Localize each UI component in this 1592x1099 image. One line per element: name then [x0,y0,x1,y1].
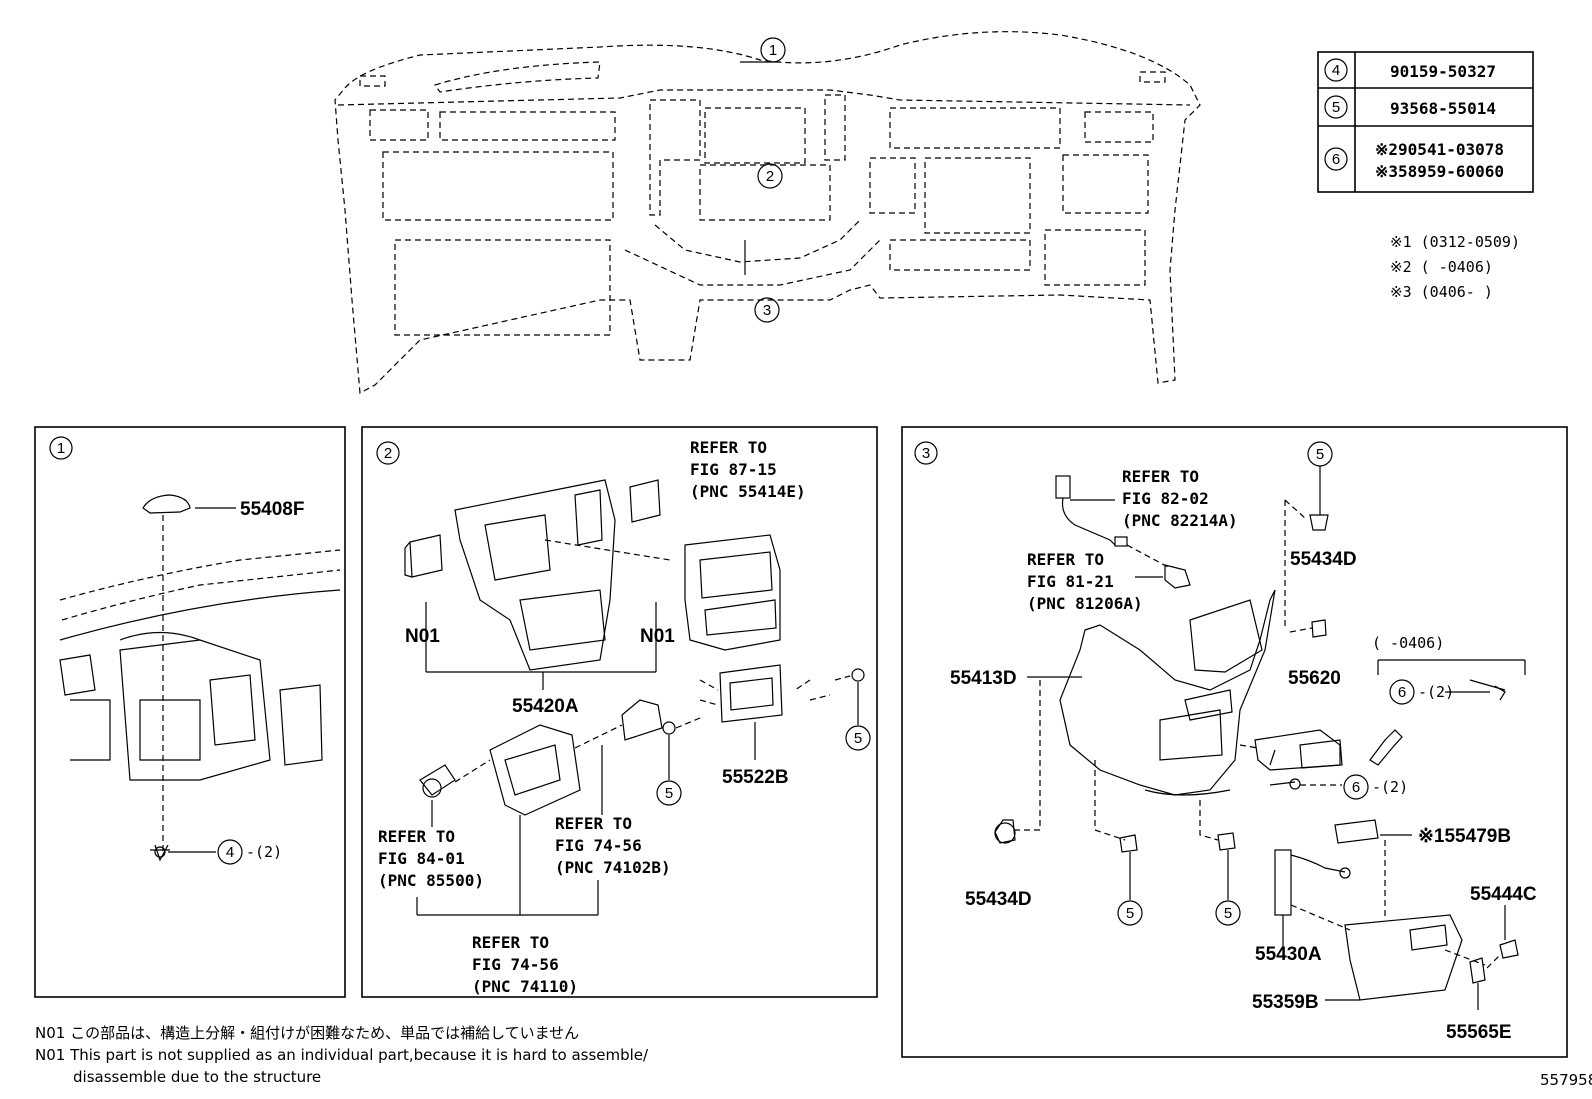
svg-text:N01: N01 [405,626,440,647]
svg-text:6: 6 [1398,684,1406,701]
svg-text:2: 2 [384,445,392,462]
svg-text:1: 1 [769,42,777,59]
panel-2: 2 REFER TO FIG 87-15 (PNC 55414E) N01 N0… [361,426,878,998]
svg-text:5: 5 [1126,905,1134,922]
svg-text:-(2): -(2) [1418,683,1454,701]
dashboard-overview [334,31,1201,394]
svg-text:55408F: 55408F [240,499,304,520]
svg-text:REFER TO: REFER TO [1122,467,1199,486]
svg-text:3: 3 [763,302,771,319]
svg-text:※2 ( -0406): ※2 ( -0406) [1390,258,1493,276]
svg-text:N01 この部品は、構造上分解・組付けが困難なため、単品では: N01 この部品は、構造上分解・組付けが困難なため、単品では補給していません [35,1024,579,1042]
figure-id: 557958 [1540,1071,1592,1089]
bolt-part-6b: ※358959-60060 [1375,162,1504,181]
svg-text:55413D: 55413D [950,668,1017,689]
svg-text:N01 This part is not supplied: N01 This part is not supplied as an indi… [35,1046,649,1064]
svg-text:FIG 81-21: FIG 81-21 [1027,572,1114,591]
panel-1: 1 55408F 4 -(2) [34,426,346,998]
bolt-part-6a: ※290541-03078 [1375,140,1504,159]
svg-text:4: 4 [226,844,234,861]
svg-text:FIG 87-15: FIG 87-15 [690,460,777,479]
overview-callout-3: 3 [754,297,780,323]
svg-text:FIG 84-01: FIG 84-01 [378,849,465,868]
svg-text:REFER TO: REFER TO [1027,550,1104,569]
svg-text:55522B: 55522B [722,767,789,788]
svg-text:FIG 82-02: FIG 82-02 [1122,489,1209,508]
svg-text:4: 4 [1332,62,1340,79]
svg-text:55434D: 55434D [1290,549,1357,570]
svg-text:REFER TO: REFER TO [472,933,549,952]
svg-text:-(2): -(2) [1372,778,1408,796]
svg-text:2: 2 [766,168,774,185]
svg-text:(PNC 85500): (PNC 85500) [378,871,484,890]
svg-text:55420A: 55420A [512,696,579,717]
overview-callout-1: 1 [760,37,786,63]
overview-callout-2: 2 [757,163,783,189]
svg-text:-(2): -(2) [246,843,282,861]
svg-text:( -0406): ( -0406) [1372,634,1444,652]
svg-text:※3 (0406- ): ※3 (0406- ) [1390,283,1493,301]
bolt-part-5: 93568-55014 [1390,99,1496,118]
svg-text:55565E: 55565E [1446,1022,1512,1043]
svg-text:REFER TO: REFER TO [378,827,455,846]
svg-text:6: 6 [1352,779,1360,796]
bolt-part-4: 90159-50327 [1390,62,1496,81]
svg-text:N01: N01 [640,626,675,647]
svg-text:55430A: 55430A [1255,944,1322,965]
svg-text:(PNC 74102B): (PNC 74102B) [555,858,671,877]
svg-text:※155479B: ※155479B [1418,826,1511,847]
bolt-table: 4 5 6 90159-50327 93568-55014 ※290541-03… [1317,51,1534,193]
svg-text:5: 5 [1316,446,1324,463]
svg-text:6: 6 [1332,151,1340,168]
svg-text:disassemble due to the structu: disassemble due to the structure [73,1068,321,1086]
svg-text:(PNC 74110): (PNC 74110) [472,977,578,996]
svg-text:5: 5 [854,730,862,747]
svg-text:REFER TO: REFER TO [555,814,632,833]
panel-3: 3 REFER TO FIG 82-02 (PNC 82214A) REFER … [901,426,1568,1058]
svg-text:5: 5 [1332,99,1340,116]
svg-text:(PNC 55414E): (PNC 55414E) [690,482,806,501]
svg-text:5: 5 [665,785,673,802]
svg-text:FIG 74-56: FIG 74-56 [472,955,559,974]
svg-text:5: 5 [1224,905,1232,922]
svg-text:REFER TO: REFER TO [690,438,767,457]
date-footnotes: ※1 (0312-0509) ※2 ( -0406) ※3 (0406- ) [1390,233,1520,301]
svg-text:55620: 55620 [1288,668,1341,689]
svg-text:55444C: 55444C [1470,884,1537,905]
svg-text:※1 (0312-0509): ※1 (0312-0509) [1390,233,1520,251]
notes: N01 この部品は、構造上分解・組付けが困難なため、単品では補給していません N… [35,1024,649,1086]
svg-text:55359B: 55359B [1252,992,1319,1013]
svg-text:55434D: 55434D [965,889,1032,910]
svg-text:(PNC 82214A): (PNC 82214A) [1122,511,1238,530]
svg-text:FIG 74-56: FIG 74-56 [555,836,642,855]
svg-text:1: 1 [57,440,65,457]
svg-text:3: 3 [922,445,930,462]
svg-text:(PNC 81206A): (PNC 81206A) [1027,594,1143,613]
